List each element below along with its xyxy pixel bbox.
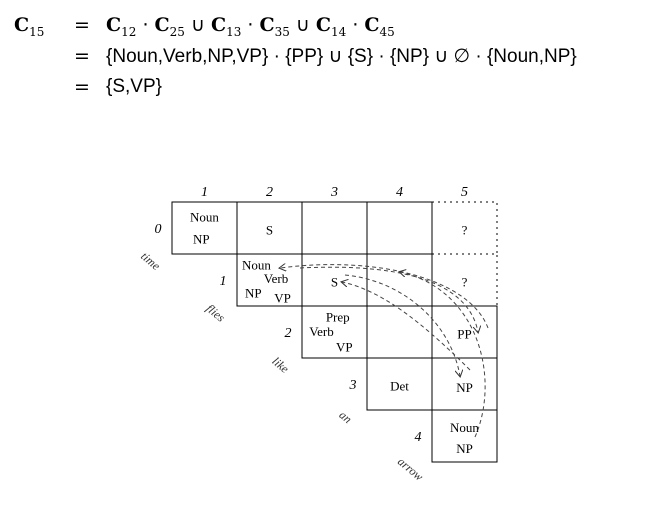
word-label: an xyxy=(336,408,354,426)
operator: · xyxy=(241,14,260,36)
arrow-c13-to-c35 xyxy=(344,274,460,376)
chart-cell-ref: C13 xyxy=(210,14,242,39)
cell-label: Verb xyxy=(309,324,334,339)
chart-cell-2-4 xyxy=(366,305,433,359)
cell-label: VP xyxy=(336,340,353,355)
column-header: 2 xyxy=(266,185,273,200)
cell-label: Det xyxy=(390,379,409,394)
cell-label: ? xyxy=(462,275,468,290)
cell-label: Noun xyxy=(190,210,219,225)
cell-label: NP xyxy=(456,380,473,395)
equation-line-3-rhs: {S,VP} xyxy=(106,76,162,97)
cell-label: Verb xyxy=(264,271,289,286)
chart-cell-4-5 xyxy=(431,409,498,463)
chart-cell-ref: C14 xyxy=(315,14,347,39)
chart-cell-ref: C45 xyxy=(364,14,395,39)
chart-cell-0-4 xyxy=(366,201,433,255)
column-header: 1 xyxy=(201,185,208,200)
equals-sign: = xyxy=(74,76,90,98)
arrow-c45-to-c25 xyxy=(400,272,486,438)
arrow-c25-to-c12 xyxy=(280,265,489,329)
cell-label: Prep xyxy=(326,309,350,324)
row-header: 0 xyxy=(155,222,162,237)
cell-label: NP xyxy=(245,286,262,301)
cell-label: S xyxy=(331,275,338,290)
row-header: 4 xyxy=(415,430,422,445)
column-header: 5 xyxy=(461,185,468,200)
word-label: time xyxy=(138,249,163,273)
dependency-arrows xyxy=(280,265,489,438)
cell-label: Noun xyxy=(242,257,271,272)
chart-cell-ref: C35 xyxy=(259,14,290,39)
chart-cell-ref: C25 xyxy=(154,14,185,39)
operator: ∪ xyxy=(289,14,316,36)
chart-cell-ref: C12 xyxy=(106,14,137,39)
equals-sign: = xyxy=(74,45,90,67)
word-label: arrow xyxy=(395,454,426,483)
row-header: 1 xyxy=(220,274,227,289)
equation-line-2-rhs: {Noun,Verb,NP,VP} · {PP} ∪ {S} · {NP} ∪ … xyxy=(106,46,577,67)
equation-line-1-rhs: C12 · C25 ∪ C13 · C35 ∪ C14 · C45 xyxy=(106,14,395,39)
operator: ∪ xyxy=(184,14,211,36)
word-label: like xyxy=(269,354,292,376)
cell-label: VP xyxy=(274,291,291,306)
operator: · xyxy=(346,14,365,36)
row-header: 2 xyxy=(285,326,292,341)
chart-cell-0-5 xyxy=(431,201,498,255)
cell-label: ? xyxy=(462,223,468,238)
chart-cell-1-5 xyxy=(431,253,498,307)
operator: · xyxy=(136,14,155,36)
chart-cell-0-3 xyxy=(301,201,368,255)
column-header: 4 xyxy=(396,185,403,200)
cell-label: S xyxy=(266,223,273,238)
equation-lhs: C15 xyxy=(14,14,45,39)
cell-label: Noun xyxy=(450,420,479,435)
column-header: 3 xyxy=(330,185,338,200)
row-header: 3 xyxy=(349,378,357,393)
word-label: flies xyxy=(203,301,228,325)
cell-label: PP xyxy=(457,327,471,342)
equals-sign: = xyxy=(74,14,90,36)
cell-label: NP xyxy=(456,441,473,456)
cell-label: NP xyxy=(193,231,210,246)
arrow-c35-to-c13 xyxy=(342,282,471,371)
